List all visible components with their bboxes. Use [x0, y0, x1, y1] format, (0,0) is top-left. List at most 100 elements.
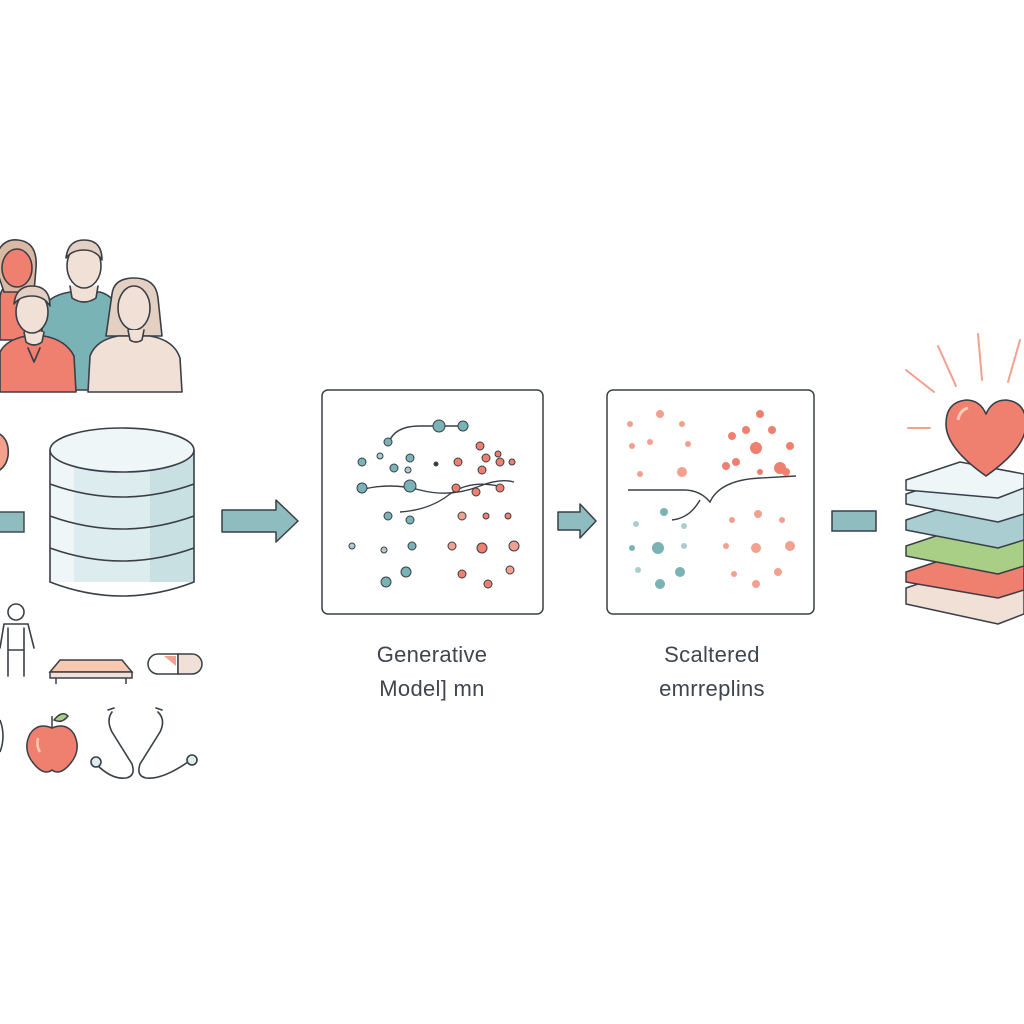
scatter-dot — [685, 441, 691, 447]
scatter-dot — [782, 468, 790, 476]
model-dot — [389, 463, 399, 473]
model-dot — [380, 546, 388, 554]
scatter-dot — [660, 508, 668, 516]
scatter-label-line2: emrreplins — [659, 676, 765, 701]
model-dot — [457, 511, 467, 521]
scatter-dot — [675, 567, 685, 577]
model-dot — [447, 541, 457, 551]
person-icon — [0, 603, 35, 677]
scatter-panel — [606, 389, 815, 615]
scatter-dot — [723, 543, 729, 549]
scatter-dot — [729, 517, 735, 523]
scatter-dot — [647, 439, 653, 445]
model-dot — [357, 457, 367, 467]
scatter-dot — [629, 545, 635, 551]
generative-model-label-line1: Generative — [376, 642, 488, 667]
model-dot — [504, 512, 512, 520]
model-dot — [477, 465, 487, 475]
arrow-partial-left — [0, 511, 25, 533]
model-dot — [376, 452, 384, 460]
scatter-dot — [627, 421, 633, 427]
model-dot — [451, 483, 461, 493]
scatter-dot — [750, 442, 762, 454]
layer-stack-icon — [905, 461, 1024, 625]
heart-icon — [945, 399, 1024, 477]
model-dot — [407, 541, 417, 551]
arrow-to-scatter — [557, 503, 597, 539]
scatter-label-line1: Scaltered — [664, 642, 760, 667]
sparkle-rays — [905, 333, 1021, 429]
scatter-dot — [786, 442, 794, 450]
scatter-dots — [627, 410, 795, 589]
model-dot — [476, 542, 488, 554]
scatter-dot — [754, 510, 762, 518]
scatter-dot — [677, 467, 687, 477]
model-dot — [471, 487, 481, 497]
model-dot — [457, 420, 469, 432]
apple-icon — [26, 713, 78, 773]
scatter-dot — [768, 426, 776, 434]
scatter-dot — [728, 432, 736, 440]
scatter-curves — [628, 475, 797, 521]
model-dot — [400, 566, 412, 578]
scatter-dot — [751, 543, 761, 553]
scatter-dot — [633, 521, 639, 527]
model-dot — [404, 466, 412, 474]
scatter-dot — [731, 571, 737, 577]
model-dot — [356, 482, 368, 494]
model-dot — [495, 457, 505, 467]
scatter-dot — [732, 458, 740, 466]
model-dot — [453, 457, 463, 467]
scatter-dot — [637, 471, 643, 477]
model-dot — [482, 512, 490, 520]
people-group-icon — [0, 239, 183, 393]
model-dot — [433, 461, 439, 467]
arrow-to-model — [221, 499, 299, 543]
model-dot — [475, 441, 485, 451]
database-icon — [49, 427, 195, 597]
model-dot — [483, 579, 493, 589]
generative-model-label: Generative Model] mn — [332, 638, 532, 706]
scatter-label: Scaltered emrreplins — [612, 638, 812, 706]
scatter-dot — [785, 541, 795, 551]
scatter-dot — [774, 568, 782, 576]
model-dot — [505, 565, 515, 575]
model-dot — [457, 569, 467, 579]
model-dot — [348, 542, 356, 550]
generative-model-label-line2: Model] mn — [379, 676, 485, 701]
scatter-dot — [742, 426, 750, 434]
model-dot — [508, 540, 520, 552]
scatter-dot — [629, 443, 635, 449]
model-dot — [508, 458, 516, 466]
arrow-to-output — [831, 510, 877, 532]
model-dot — [481, 453, 491, 463]
model-dot — [494, 450, 502, 458]
generative-model-panel — [321, 389, 544, 615]
stethoscope-icon — [90, 707, 198, 780]
scatter-dot — [681, 543, 687, 549]
scatter-dot — [656, 410, 664, 418]
scatter-dot — [757, 469, 763, 475]
model-dot — [380, 576, 392, 588]
model-dot — [403, 479, 417, 493]
partial-outline-left — [0, 719, 4, 753]
model-dot — [383, 511, 393, 521]
scatter-dot — [681, 523, 687, 529]
model-dot — [405, 453, 415, 463]
model-dot — [495, 483, 505, 493]
model-dots — [348, 419, 520, 589]
pill-icon — [147, 653, 203, 675]
model-dot — [405, 515, 415, 525]
scatter-dot — [779, 517, 785, 523]
scatter-dot — [679, 421, 685, 427]
scatter-dot — [752, 580, 760, 588]
partial-icon-left — [0, 433, 10, 471]
scatter-dot — [756, 410, 764, 418]
scatter-dot — [652, 542, 664, 554]
bed-icon — [48, 659, 134, 684]
model-dot — [432, 419, 446, 433]
scatter-dot — [722, 462, 730, 470]
scatter-dot — [635, 567, 641, 573]
